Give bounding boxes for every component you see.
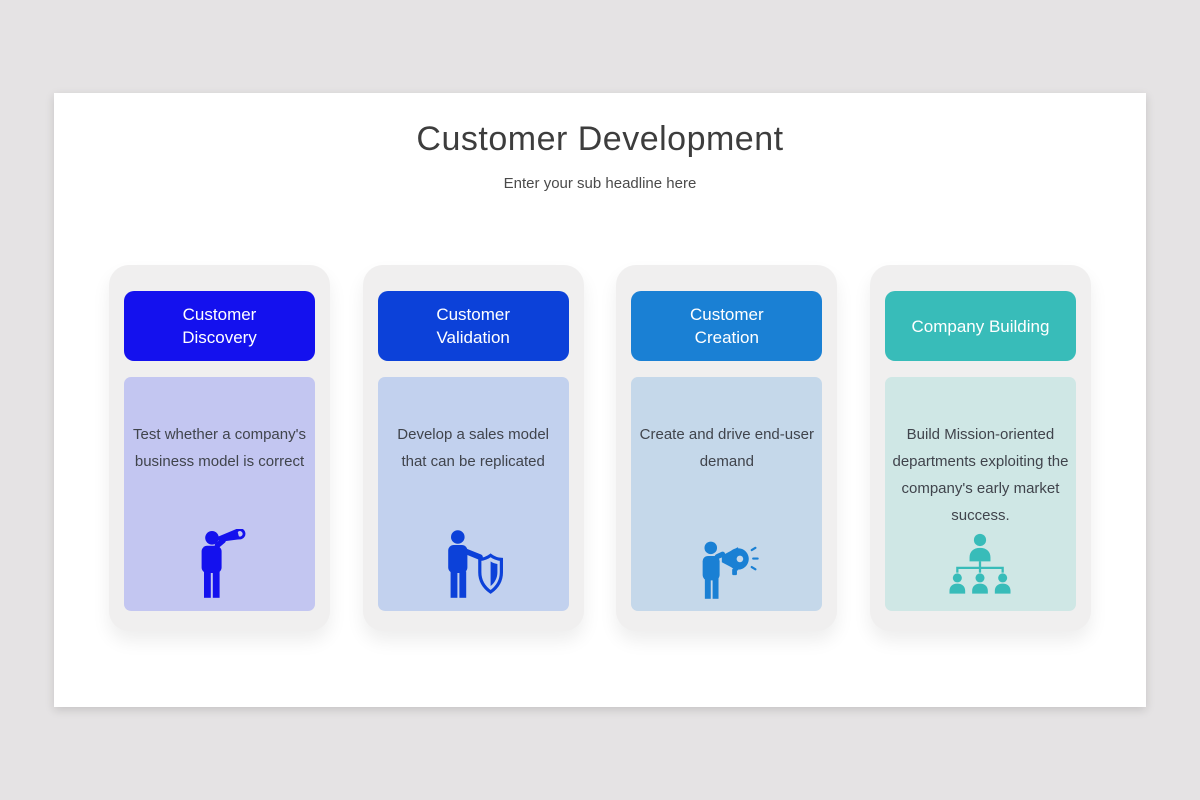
- card-header: Company Building: [884, 291, 1076, 361]
- card-description: Create and drive end-user demand: [639, 426, 814, 470]
- megaphone-person-icon: [695, 539, 759, 601]
- card-customer-creation: Customer Creation Create and drive end-u…: [616, 265, 838, 631]
- card-body: Test whether a company's business model …: [124, 377, 315, 611]
- card-header: Customer Creation: [631, 291, 823, 361]
- presentation-slide: Customer Development Enter your sub head…: [54, 93, 1146, 707]
- card-customer-discovery: Customer Discovery Test whether a compan…: [109, 265, 330, 631]
- card-header: Customer Discovery: [124, 291, 315, 361]
- card-body: Build Mission-oriented departments explo…: [884, 377, 1076, 611]
- card-description: Develop a sales model that can be replic…: [397, 426, 550, 470]
- shield-person-icon: [441, 529, 505, 601]
- page-subtitle: Enter your sub headline here: [503, 175, 697, 192]
- card-title: Customer Validation: [436, 305, 510, 347]
- org-chart-icon: [945, 533, 1015, 601]
- card-body: Create and drive end-user demand: [631, 377, 823, 611]
- card-title: Customer Discovery: [182, 305, 257, 347]
- card-title: Company Building: [911, 316, 1050, 336]
- card-company-building: Company Building Build Mission-oriented …: [869, 265, 1091, 631]
- card-header: Customer Validation: [377, 291, 569, 361]
- cards-row: Customer Discovery Test whether a compan…: [54, 265, 1146, 631]
- card-body: Develop a sales model that can be replic…: [377, 377, 569, 611]
- card-title: Customer Creation: [689, 305, 764, 347]
- card-description: Test whether a company's business model …: [133, 426, 306, 470]
- card-customer-validation: Customer Validation Develop a sales mode…: [362, 265, 584, 631]
- page-title: Customer Development: [416, 120, 784, 158]
- telescope-person-icon: [192, 529, 248, 601]
- card-description: Build Mission-oriented departments explo…: [892, 426, 1069, 524]
